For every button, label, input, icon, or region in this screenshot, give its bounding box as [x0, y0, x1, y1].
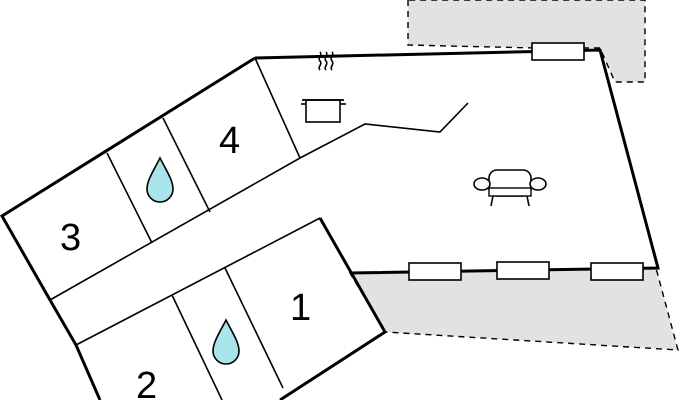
water-drop-icon	[146, 156, 174, 203]
exterior-wall-lower-wing	[48, 299, 102, 400]
room-number-3: 3	[60, 217, 81, 259]
room-number-2: 2	[136, 365, 157, 400]
corridor-wall-lower	[75, 217, 321, 346]
window-bottom-3	[590, 262, 644, 281]
partition-bath-1	[224, 267, 284, 389]
window-top	[531, 42, 585, 61]
armchair-icon	[473, 169, 547, 207]
water-drop-icon	[212, 318, 240, 365]
partition-4-kitchen	[254, 57, 301, 159]
partition-bath-4	[162, 117, 211, 213]
window-bottom-1	[408, 262, 462, 281]
cooking-pot-icon	[301, 51, 346, 123]
partition-2-bath	[171, 294, 223, 400]
exterior-wall-living	[254, 48, 660, 275]
exterior-wall-lower-right	[279, 217, 388, 400]
room-number-4: 4	[219, 120, 240, 162]
terrace-top	[407, 0, 646, 83]
room-number-1: 1	[290, 287, 311, 329]
corridor-wall-upper	[49, 102, 469, 301]
window-bottom-2	[496, 261, 550, 280]
exterior-wall-upper-wing	[0, 56, 256, 301]
partition-3-bath	[106, 152, 153, 244]
